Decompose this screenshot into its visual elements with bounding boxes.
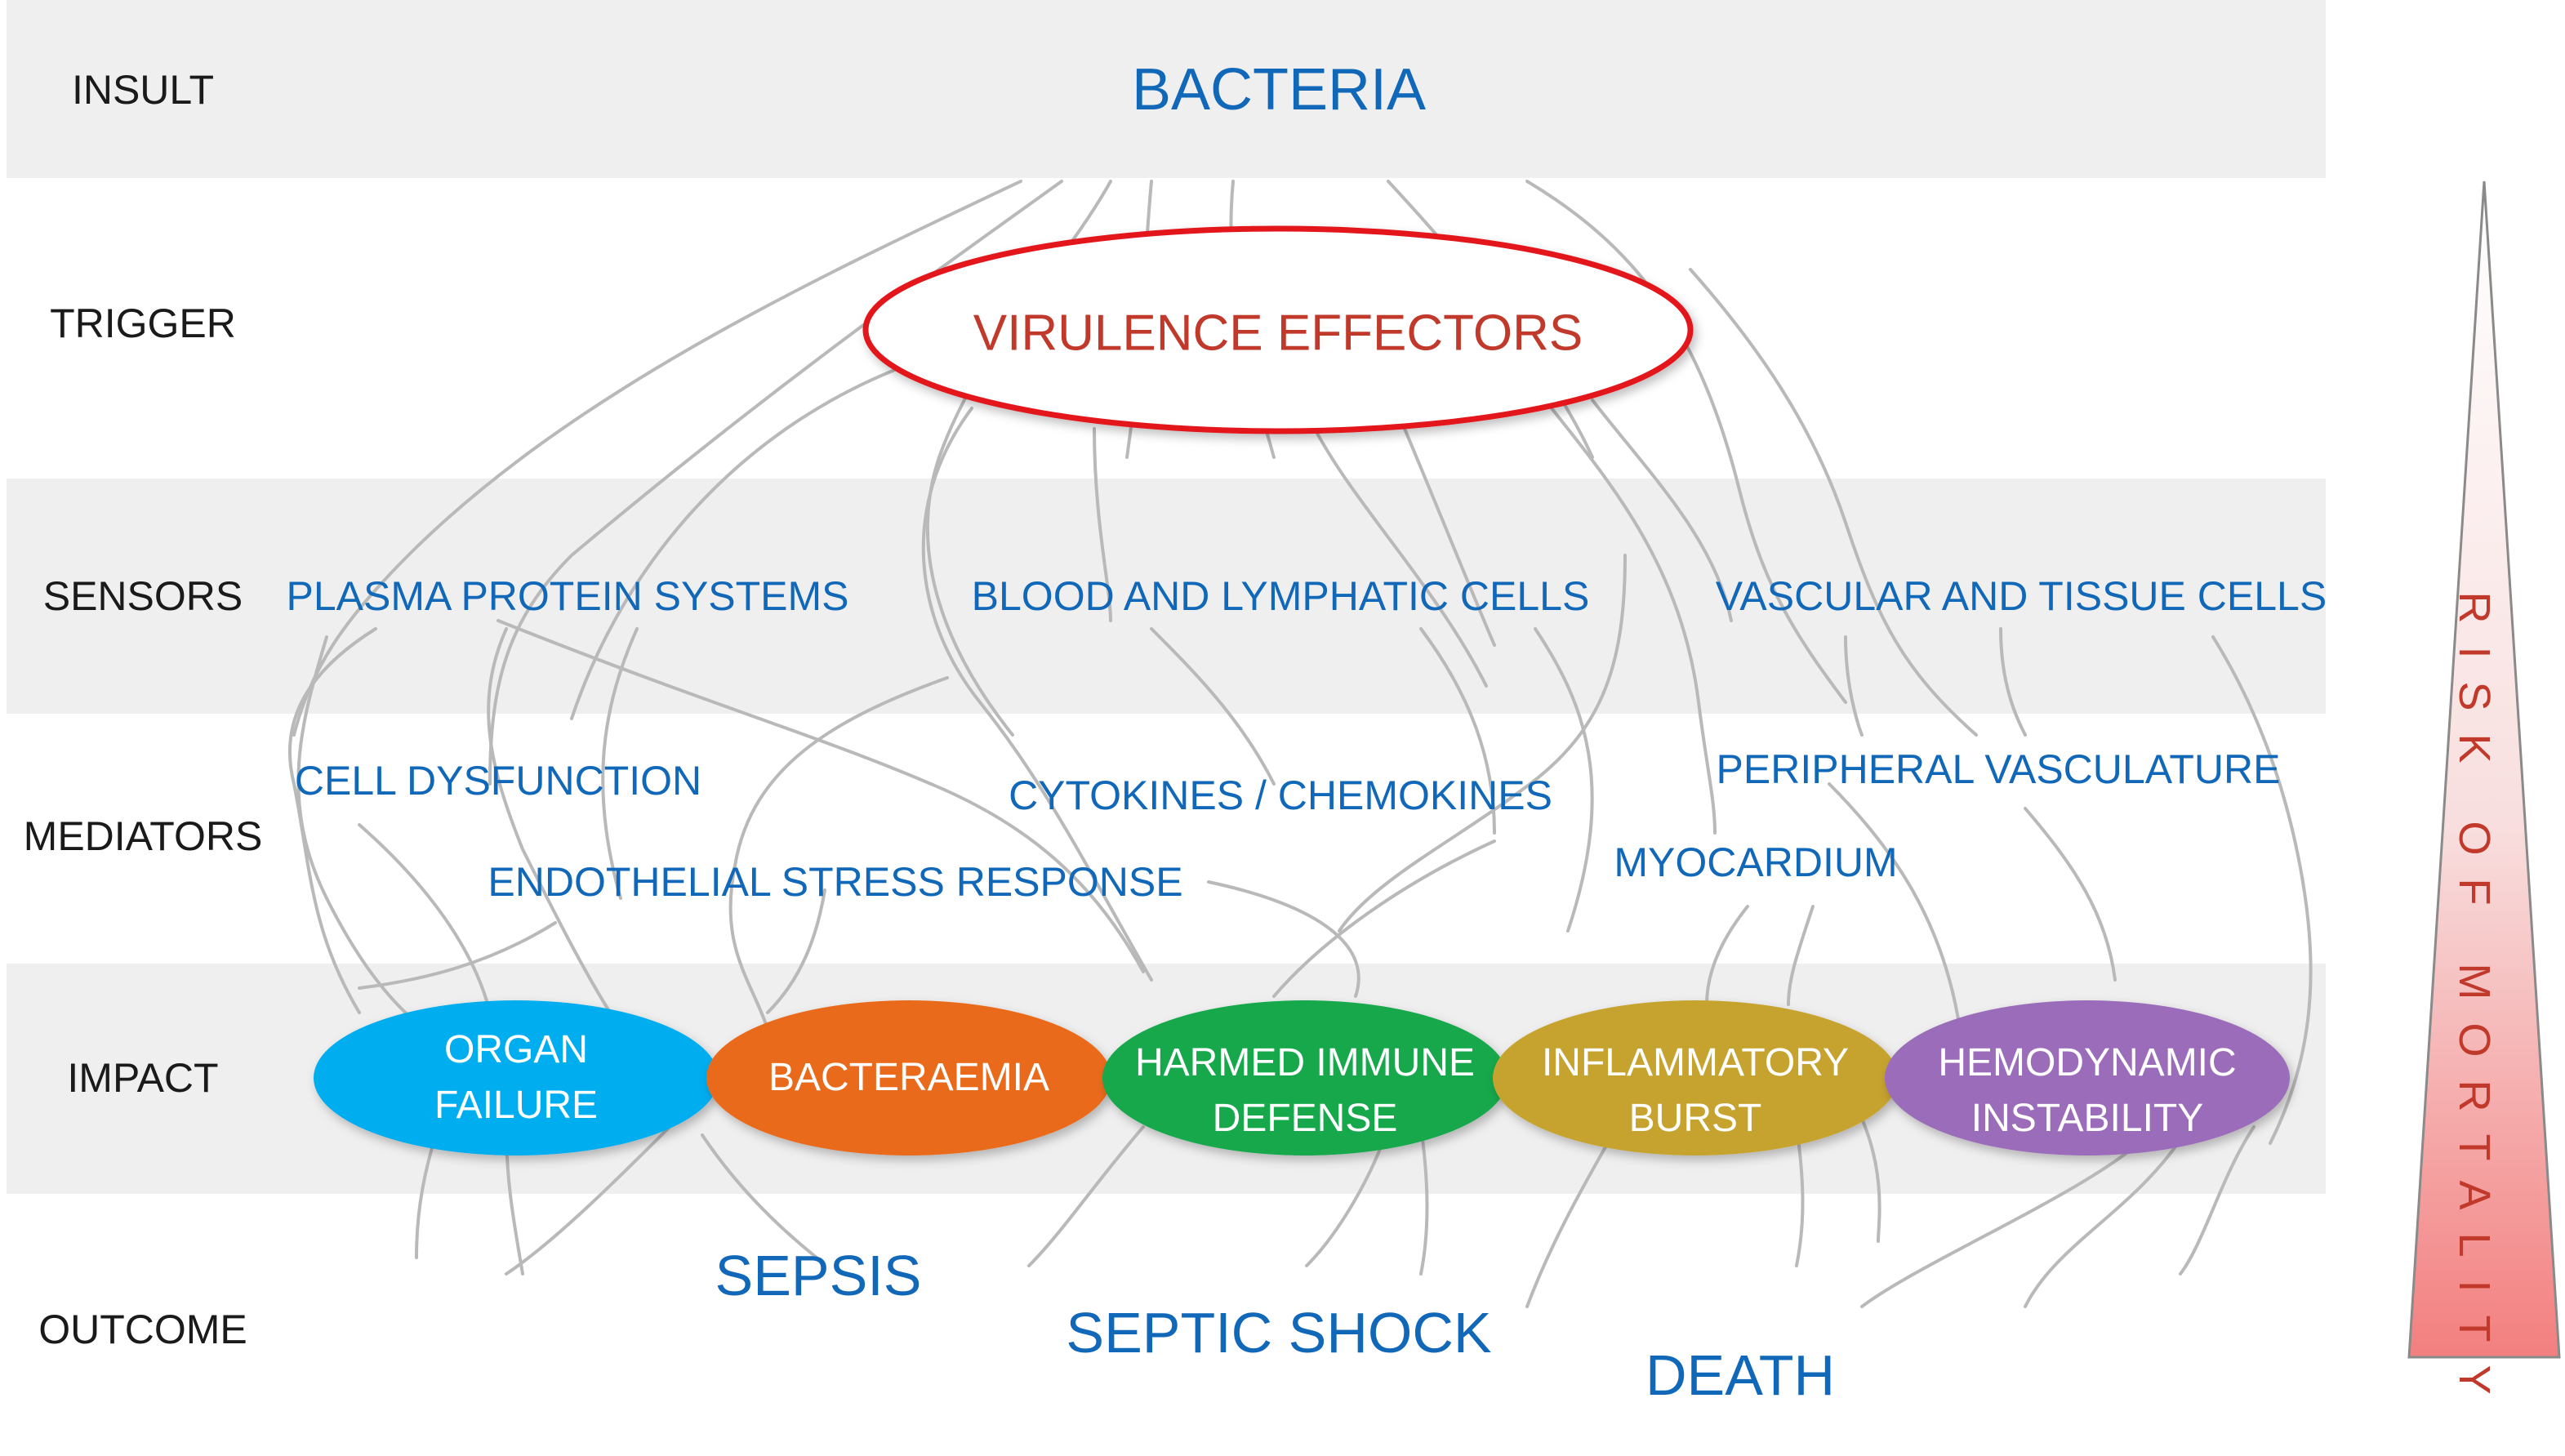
impact-organ-failure: ORGAN FAILURE bbox=[434, 1022, 598, 1133]
trigger-ellipse bbox=[862, 225, 1694, 434]
mediator-myocardium: MYOCARDIUM bbox=[1614, 839, 1898, 885]
impact-bacteraemia-ellipse bbox=[706, 1000, 1111, 1155]
row-label-outcome: OUTCOME bbox=[38, 1307, 247, 1352]
row-label-sensors: SENSORS bbox=[42, 573, 243, 619]
outcome-septic-shock: SEPTIC SHOCK bbox=[1066, 1301, 1492, 1365]
row-label-insult: INSULT bbox=[71, 67, 215, 113]
impact-inflammatory-burst: INFLAMMATORY BURST bbox=[1542, 1035, 1849, 1147]
impact-organ-failure-line2: FAILURE bbox=[434, 1084, 599, 1127]
risk-of-mortality-label: RISK OF MORTALITY bbox=[2450, 591, 2499, 1418]
impact-immune-line2: DEFENSE bbox=[1212, 1097, 1398, 1140]
row-label-impact: IMPACT bbox=[67, 1055, 219, 1101]
impact-organ-failure-line1: ORGAN bbox=[443, 1028, 588, 1071]
mediator-peripheral-vasculature: PERIPHERAL VASCULATURE bbox=[1716, 746, 2281, 792]
impact-inflammatory-ellipse bbox=[1493, 1000, 1898, 1155]
impact-bacteraemia-line1: BACTERAEMIA bbox=[768, 1056, 1050, 1099]
impact-bacteraemia: BACTERAEMIA bbox=[768, 1050, 1049, 1106]
impact-hemodynamic-line2: INSTABILITY bbox=[1971, 1097, 2204, 1140]
risk-triangle bbox=[2407, 180, 2561, 1359]
band-insult bbox=[7, 0, 2326, 178]
outcome-death: DEATH bbox=[1645, 1343, 1836, 1407]
impact-harmed-immune-defense: HARMED IMMUNE DEFENSE bbox=[1135, 1035, 1475, 1147]
impact-hemodynamic-ellipse bbox=[1885, 1000, 2290, 1155]
row-label-trigger: TRIGGER bbox=[50, 301, 236, 346]
impact-immune-line1: HARMED IMMUNE bbox=[1135, 1041, 1475, 1084]
impact-hemodynamic-line1: HEMODYNAMIC bbox=[1938, 1041, 2237, 1084]
sensor-plasma-protein-systems: PLASMA PROTEIN SYSTEMS bbox=[286, 573, 849, 619]
mediator-endothelial-stress-response: ENDOTHELIAL STRESS RESPONSE bbox=[488, 859, 1183, 905]
impact-inflammatory-line2: BURST bbox=[1628, 1097, 1762, 1140]
trigger-virulence-effectors: VIRULENCE EFFECTORS bbox=[973, 305, 1583, 362]
mediator-cytokines-chemokines: CYTOKINES / CHEMOKINES bbox=[1009, 773, 1552, 818]
impact-inflammatory-line1: INFLAMMATORY bbox=[1541, 1041, 1850, 1084]
sensor-blood-lymphatic-cells: BLOOD AND LYMPHATIC CELLS bbox=[971, 573, 1590, 619]
mediator-cell-dysfunction: CELL DYSFUNCTION bbox=[294, 758, 702, 804]
outcome-sepsis: SEPSIS bbox=[715, 1244, 922, 1307]
insult-bacteria: BACTERIA bbox=[1131, 57, 1427, 122]
impact-organ-failure-ellipse bbox=[314, 1000, 719, 1155]
impact-immune-ellipse bbox=[1102, 1000, 1507, 1155]
impact-hemodynamic-instability: HEMODYNAMIC INSTABILITY bbox=[1938, 1035, 2236, 1147]
row-label-mediators: MEDIATORS bbox=[23, 813, 263, 859]
sensor-vascular-tissue-cells: VASCULAR AND TISSUE CELLS bbox=[1715, 573, 2327, 619]
band-sensors bbox=[7, 479, 2326, 714]
